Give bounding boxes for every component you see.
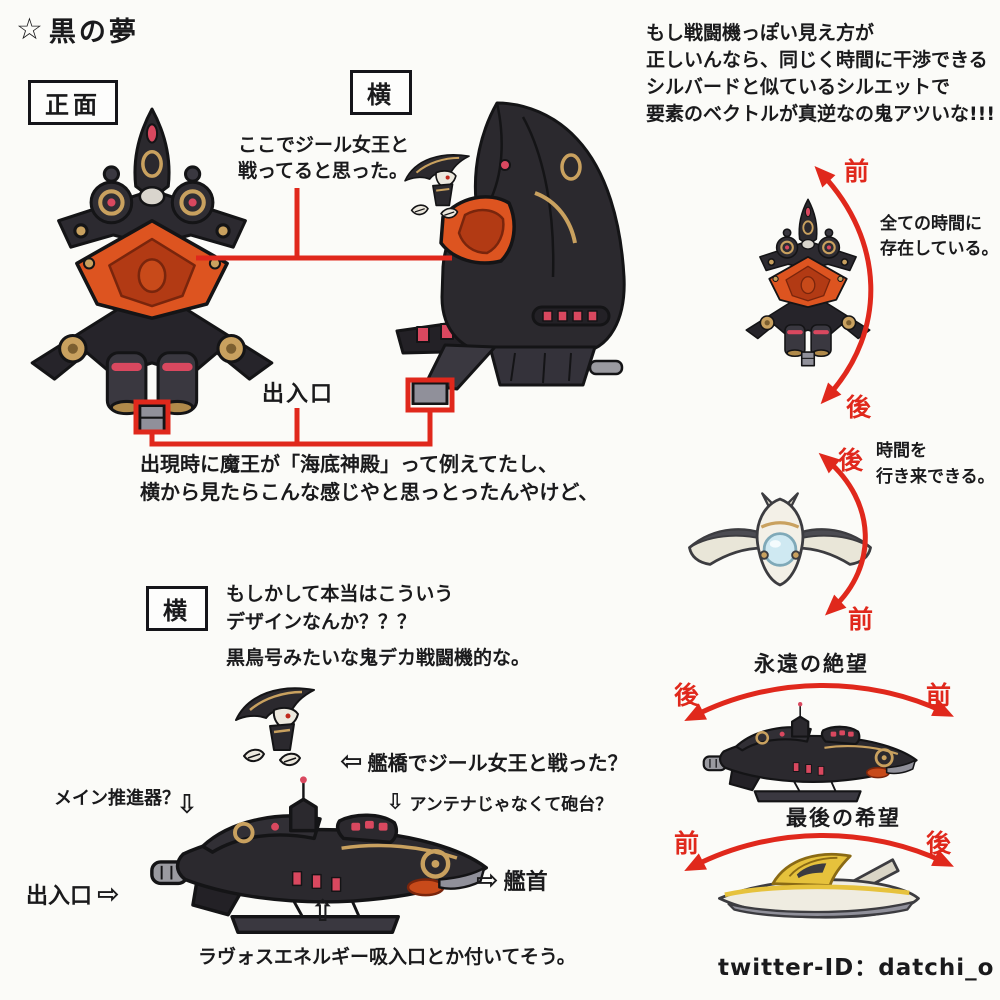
turret-arrow-down-icon: ⇩ — [386, 790, 405, 815]
bridge-note-text: 艦橋でジール女王と戦った？ — [367, 751, 628, 775]
front-view-label: 正面 — [28, 80, 118, 125]
black-dream-side-view-drawing — [385, 95, 635, 405]
twitter-credit: twitter-ID：datchi_o — [718, 955, 995, 981]
comparison-intro: もし戦闘機っぽい見え方が 正しいんなら、同じく時間に干渉できる シルバードと似て… — [646, 20, 995, 128]
bow-label-text: 艦首 — [503, 870, 548, 895]
black-dream-side-front-label: 前 — [926, 681, 952, 710]
black-dream-front-front-label: 前 — [844, 157, 870, 186]
flying-character-drawing — [400, 148, 474, 230]
bow-arrow-right-icon: ⇨ — [476, 864, 499, 896]
epoch-side-rear-label: 後 — [926, 829, 952, 858]
design-guess-note: もしかして本当はこういう デザインなんか？？？ 黒鳥号みたいな鬼デカ戦闘機的な。 — [226, 580, 530, 672]
black-dream-front-note-line1: 全ての時間に — [880, 214, 982, 234]
black-dream-side-title: 永遠の絶望 — [754, 652, 869, 676]
appearance-caption-line1: 出現時に魔王が「海底神殿」って例えてたし、 — [140, 452, 558, 476]
entrance-label-top: 出入口 — [262, 382, 335, 407]
star-icon: ☆ — [16, 12, 43, 47]
appearance-caption: 出現時に魔王が「海底神殿」って例えてたし、 横から見たらこんな感じやと思っとった… — [140, 450, 598, 506]
design-guess-line1: もしかして本当はこういう — [226, 583, 454, 605]
epoch-front-view-drawing — [682, 486, 878, 598]
flying-character-drawing-2 — [230, 680, 320, 780]
epoch-front-note-line2: 行き来できる。 — [876, 467, 995, 487]
epoch-front-note: 時間を 行き来できる。 — [876, 438, 995, 490]
page-title-text: 黒の夢 — [48, 17, 139, 48]
side-view-label-bottom: 横 — [146, 586, 208, 631]
entrance-arrow-right-icon: ⇨ — [97, 878, 120, 910]
intake-arrow-up-icon: ⇧ — [310, 894, 336, 929]
design-guess-line3: 黒鳥号みたいな鬼デカ戦闘機的な。 — [226, 647, 531, 669]
black-dream-fighter-small-drawing — [700, 698, 924, 810]
epoch-front-front-label: 前 — [848, 605, 874, 634]
battle-note-line2: 戦ってると思った。 — [238, 160, 409, 182]
epoch-side-front-label: 前 — [674, 829, 700, 858]
battle-note-line1: ここでジール女王と — [238, 134, 410, 156]
comparison-intro-line2: 正しいんなら、同じく時間に干渉できる — [646, 49, 988, 71]
epoch-side-view-drawing — [712, 843, 924, 940]
bridge-note: ⇦ 艦橋でジール女王と戦った？ — [340, 746, 628, 777]
bow-label: ⇨ 艦首 — [476, 864, 548, 896]
black-dream-front-small-drawing — [740, 196, 876, 369]
black-dream-front-rear-label: 後 — [846, 393, 872, 422]
comparison-intro-line1: もし戦闘機っぽい見え方が — [646, 22, 875, 44]
black-dream-front-note: 全ての時間に 存在している。 — [880, 212, 999, 262]
epoch-front-rear-label: 後 — [838, 446, 864, 475]
battle-note: ここでジール女王と 戦ってると思った。 — [238, 132, 409, 184]
thruster-arrow-down-icon: ⇩ — [176, 790, 198, 820]
entrance-label-bottom-text: 出入口 — [26, 884, 93, 909]
black-dream-front-note-line2: 存在している。 — [880, 239, 999, 259]
arrow-left-icon: ⇦ — [340, 746, 363, 777]
intake-note: ラヴォスエネルギー吸入口とか付いてそう。 — [198, 946, 576, 968]
turret-note: ⇩ アンテナじゃなくて砲台？ — [386, 790, 612, 815]
epoch-front-note-line1: 時間を — [876, 441, 927, 461]
comparison-intro-line4: 要素のベクトルが真逆なの鬼アツいな!!! — [646, 103, 995, 125]
page-title: ☆ 黒の夢 — [16, 10, 139, 49]
side-view-label: 横 — [350, 70, 412, 115]
epoch-side-title: 最後の希望 — [786, 806, 901, 830]
appearance-caption-line2: 横から見たらこんな感じやと思っとったんやけど、 — [140, 480, 599, 504]
black-dream-side-rear-label: 後 — [674, 681, 700, 710]
design-guess-line2: デザインなんか？？？ — [226, 611, 417, 633]
turret-note-text: アンテナじゃなくて砲台？ — [409, 795, 613, 815]
entrance-label-bottom: 出入口 ⇨ — [26, 878, 120, 910]
thruster-note: メイン推進器？ — [54, 788, 180, 809]
comparison-intro-line3: シルバードと似ているシルエットで — [646, 76, 951, 98]
